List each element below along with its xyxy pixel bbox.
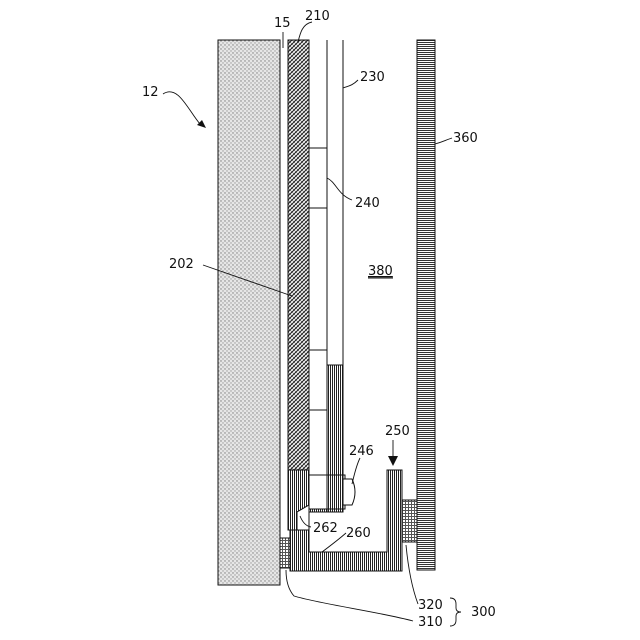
leader-320 bbox=[406, 545, 418, 604]
layer-210 bbox=[288, 40, 309, 470]
label-210: 210 bbox=[305, 9, 330, 24]
label-240: 240 bbox=[355, 196, 380, 211]
leader-246 bbox=[352, 458, 360, 484]
label-202: 202 bbox=[169, 257, 194, 272]
label-15: 15 bbox=[274, 16, 291, 31]
pad-320 bbox=[402, 500, 417, 542]
leader-210 bbox=[298, 22, 312, 42]
label-246: 246 bbox=[349, 444, 374, 459]
wall-12 bbox=[218, 40, 280, 585]
leader-230 bbox=[343, 80, 358, 88]
label-310: 310 bbox=[418, 615, 443, 630]
pad-310 bbox=[280, 538, 290, 568]
wall-360 bbox=[417, 40, 435, 570]
label-320: 320 bbox=[418, 598, 443, 613]
label-250: 250 bbox=[385, 424, 410, 439]
leader-240 bbox=[327, 178, 352, 200]
fastener-246-core bbox=[327, 475, 343, 509]
arrow-12 bbox=[197, 120, 206, 128]
label-380: 380 bbox=[368, 264, 393, 279]
label-360: 360 bbox=[453, 131, 478, 146]
element-240 bbox=[309, 148, 327, 208]
label-260: 260 bbox=[346, 526, 371, 541]
fastener-246-head bbox=[343, 479, 355, 505]
label-230: 230 bbox=[360, 70, 385, 85]
arrow-250 bbox=[388, 456, 398, 466]
lower-block bbox=[309, 350, 327, 410]
brace-300 bbox=[450, 598, 461, 626]
leader-360 bbox=[435, 138, 452, 144]
label-262: 262 bbox=[313, 521, 338, 536]
label-12: 12 bbox=[142, 85, 159, 100]
leader-12 bbox=[163, 92, 200, 124]
label-300: 300 bbox=[471, 605, 496, 620]
leader-310 bbox=[286, 570, 413, 621]
